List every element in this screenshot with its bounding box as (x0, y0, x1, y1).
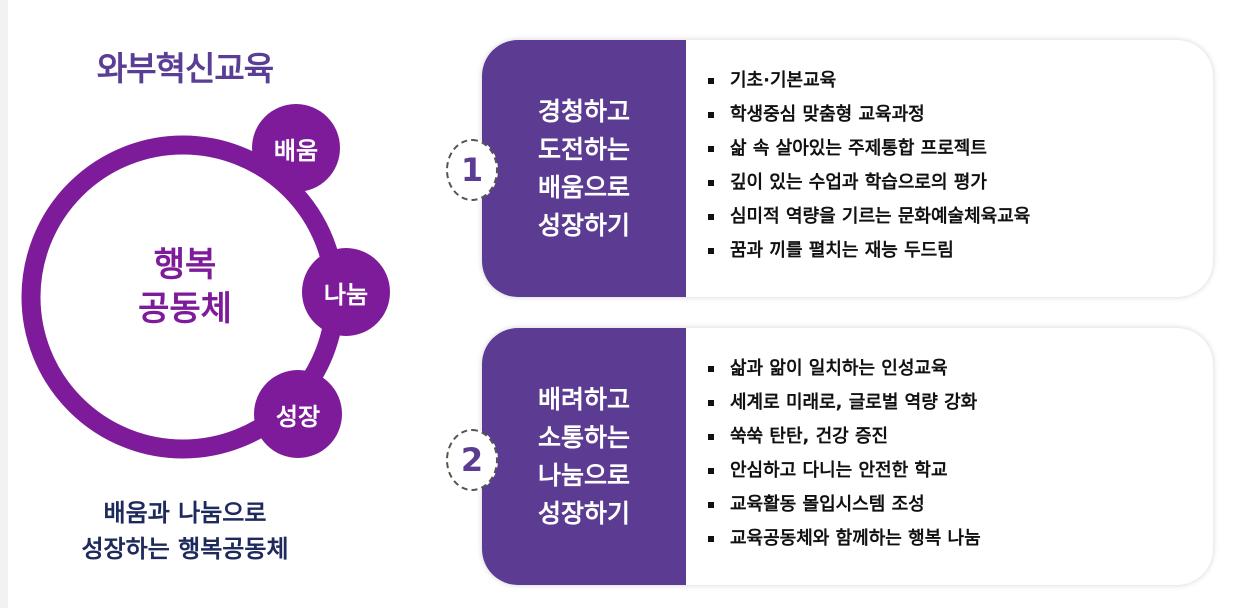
item-text: 안심하고 다니는 안전한 학교 (730, 460, 948, 481)
heading-line: 배려하고 (537, 384, 630, 414)
card-1-number-badge: 1 (446, 139, 498, 201)
card-2-list: 삶과 앎이 일치하는 인성교육 세계로 미래로, 글로벌 역량 강화 쑥쑥 탄탄… (708, 352, 981, 556)
caption-line-1: 배움과 나눔으로 (103, 499, 267, 527)
item-text: 세계로 미래로, 글로벌 역량 강화 (730, 392, 978, 413)
bullet-icon (708, 400, 714, 406)
item-text: 쑥쑥 탄탄, 건강 증진 (730, 426, 889, 447)
bullet-icon (708, 366, 714, 372)
item-text: 기초·기본교육 (730, 70, 837, 91)
page-title: 와부혁신교육 (96, 49, 274, 88)
list-item: 깊이 있는 수업과 학습으로의 평가 (708, 166, 1030, 200)
node-growth: 성장 (254, 370, 342, 458)
heading-line: 소통하는 (537, 422, 630, 452)
card-1-heading: 경청하고 도전하는 배움으로 성장하기 (482, 40, 686, 297)
heading-line: 경청하고 (537, 96, 630, 126)
bullet-icon (708, 468, 714, 474)
node-learning: 배움 (252, 104, 340, 192)
card-1: 경청하고 도전하는 배움으로 성장하기 기초·기본교육 학생중심 맞춤형 교육과… (482, 40, 1213, 297)
bullet-icon (708, 214, 714, 220)
bullet-icon (708, 248, 714, 254)
list-item: 교육활동 몰입시스템 조성 (708, 488, 981, 522)
center-label: 행복 공동체 (100, 243, 270, 331)
card-2-number-badge: 2 (446, 429, 498, 491)
caption-line-2: 성장하는 행복공동체 (81, 535, 289, 563)
list-item: 학생중심 맞춤형 교육과정 (708, 98, 1030, 132)
node-sharing: 나눔 (302, 248, 390, 336)
bullet-icon (708, 146, 714, 152)
item-text: 교육활동 몰입시스템 조성 (730, 494, 925, 515)
left-edge (0, 0, 8, 608)
list-item: 심미적 역량을 기르는 문화예술체육교육 (708, 200, 1030, 234)
item-text: 깊이 있는 수업과 학습으로의 평가 (730, 172, 987, 193)
list-item: 세계로 미래로, 글로벌 역량 강화 (708, 386, 981, 420)
item-text: 학생중심 맞춤형 교육과정 (730, 104, 925, 125)
list-item: 교육공동체와 함께하는 행복 나눔 (708, 522, 981, 556)
item-text: 교육공동체와 함께하는 행복 나눔 (730, 528, 981, 549)
bullet-icon (708, 180, 714, 186)
center-line-2: 공동체 (138, 289, 232, 329)
bullet-icon (708, 502, 714, 508)
list-item: 쑥쑥 탄탄, 건강 증진 (708, 420, 981, 454)
item-text: 꿈과 끼를 펼치는 재능 두드림 (730, 240, 954, 261)
bullet-icon (708, 536, 714, 542)
list-item: 삶과 앎이 일치하는 인성교육 (708, 352, 981, 386)
heading-line: 도전하는 (537, 134, 630, 164)
list-item: 안심하고 다니는 안전한 학교 (708, 454, 981, 488)
heading-line: 성장하기 (537, 210, 630, 240)
center-line-1: 행복 (153, 245, 217, 285)
heading-line: 성장하기 (537, 498, 630, 528)
bullet-icon (708, 112, 714, 118)
caption: 배움과 나눔으로 성장하는 행복공동체 (50, 495, 320, 567)
bullet-icon (708, 434, 714, 440)
list-item: 기초·기본교육 (708, 64, 1030, 98)
item-text: 삶 속 살아있는 주제통합 프로젝트 (730, 138, 987, 159)
item-text: 삶과 앎이 일치하는 인성교육 (730, 358, 948, 379)
card-2: 배려하고 소통하는 나눔으로 성장하기 삶과 앎이 일치하는 인성교육 세계로 … (482, 328, 1213, 585)
item-text: 심미적 역량을 기르는 문화예술체육교육 (730, 206, 1031, 227)
heading-line: 배움으로 (537, 172, 630, 202)
card-2-heading: 배려하고 소통하는 나눔으로 성장하기 (482, 328, 686, 585)
bullet-icon (708, 78, 714, 84)
heading-line: 나눔으로 (537, 460, 630, 490)
list-item: 삶 속 살아있는 주제통합 프로젝트 (708, 132, 1030, 166)
card-1-list: 기초·기본교육 학생중심 맞춤형 교육과정 삶 속 살아있는 주제통합 프로젝트… (708, 64, 1030, 268)
list-item: 꿈과 끼를 펼치는 재능 두드림 (708, 234, 1030, 268)
